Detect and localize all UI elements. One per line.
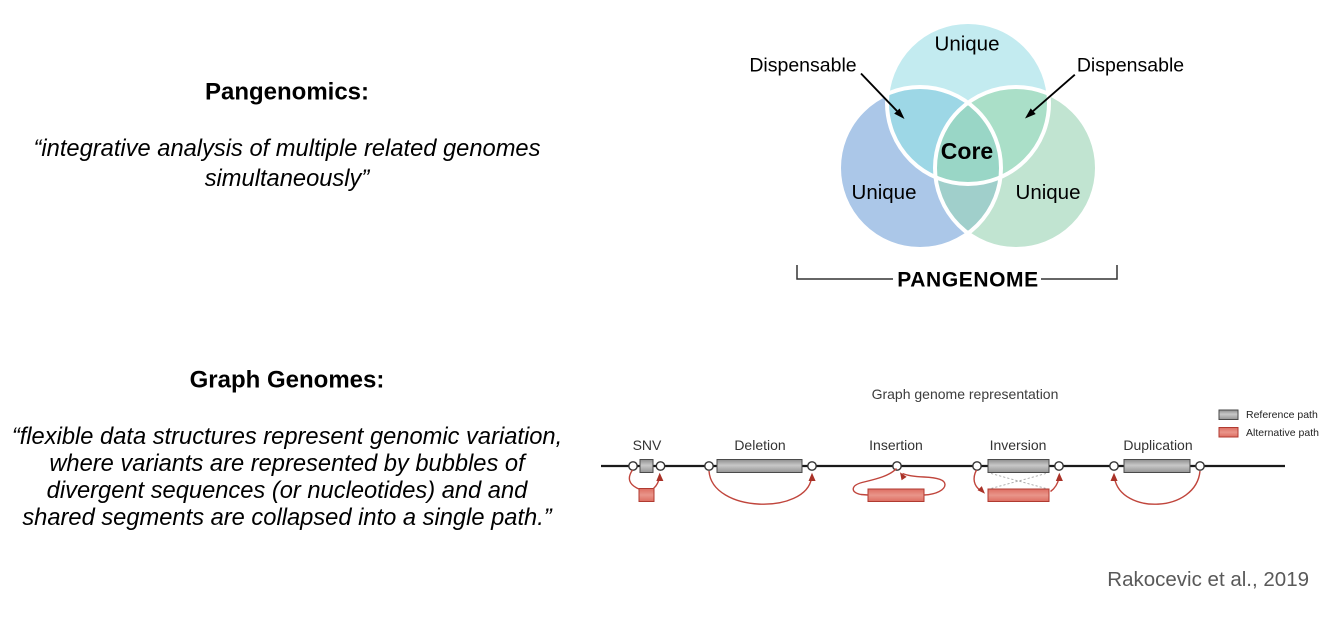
svg-text:Pangenomics:: Pangenomics: [205,79,369,106]
svg-text:divergent sequences (or nucleo: divergent sequences (or nucleotides) and… [47,478,528,504]
svg-text:Alternative path: Alternative path [1246,427,1319,439]
svg-text:where variants are represented: where variants are represented by bubble… [49,451,527,477]
svg-text:Unique: Unique [1016,181,1081,204]
svg-text:Rakocevic et al., 2019: Rakocevic et al., 2019 [1107,568,1309,591]
svg-text:Unique: Unique [852,181,917,204]
svg-text:Reference path: Reference path [1246,409,1318,421]
svg-text:Insertion: Insertion [869,437,923,453]
svg-text:SNV: SNV [633,437,662,453]
svg-text:“integrative analysis of multi: “integrative analysis of multiple relate… [34,136,541,162]
svg-text:Inversion: Inversion [990,437,1047,453]
svg-text:Graph genome representation: Graph genome representation [872,386,1059,402]
svg-text:Duplication: Duplication [1123,437,1192,453]
svg-text:simultaneously”: simultaneously” [205,166,371,192]
svg-text:Dispensable: Dispensable [1077,55,1184,77]
svg-text:Deletion: Deletion [734,437,785,453]
svg-text:shared segments are collapsed: shared segments are collapsed into a sin… [22,505,552,531]
svg-text:Dispensable: Dispensable [749,55,856,77]
svg-text:“flexible data structures repr: “flexible data structures represent geno… [12,424,562,450]
svg-text:Graph Genomes:: Graph Genomes: [190,367,385,394]
svg-text:Core: Core [941,138,993,164]
svg-text:Unique: Unique [935,33,1000,56]
svg-text:PANGENOME: PANGENOME [897,269,1039,292]
